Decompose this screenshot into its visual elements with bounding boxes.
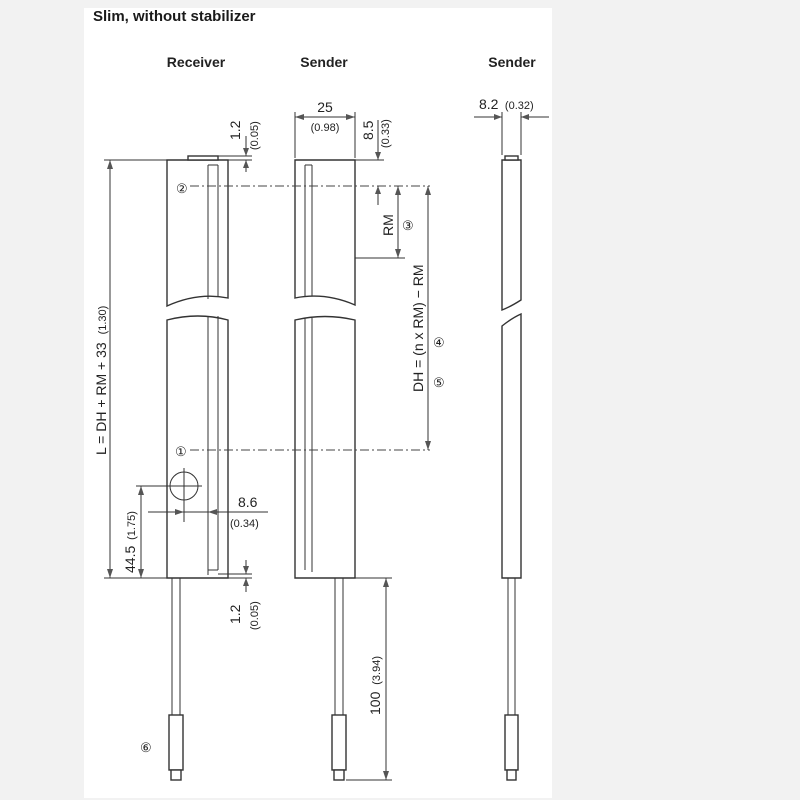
bottom-offset-inch: (1.75) — [126, 511, 138, 540]
dh-formula: DH = (n x RM) − RM — [410, 264, 426, 392]
callout-1: ① — [175, 444, 187, 459]
receiver-housing — [166, 155, 229, 781]
callout-4: ④ — [433, 335, 445, 350]
first-beam-mm: 8.5 — [360, 120, 376, 140]
window-offset-dimension: 8.6 (0.34) — [148, 494, 268, 530]
bottom-gap-inch: (0.05) — [249, 601, 261, 630]
width-mm: 25 — [317, 99, 333, 115]
bottom-gap-dimension: 1.2 (0.05) — [218, 560, 261, 630]
bottom-offset-mm: 44.5 — [122, 546, 138, 573]
window-offset-inch: (0.34) — [230, 518, 259, 530]
header-sender-side: Sender — [488, 54, 536, 70]
rm-label: RM — [380, 214, 396, 236]
length-dimension: L = DH + RM + 33 (1.30) — [93, 159, 188, 579]
header-receiver: Receiver — [167, 54, 226, 70]
side-width-mm: 8.2 — [479, 96, 499, 112]
bottom-offset-dimension: 44.5 (1.75) — [122, 485, 166, 578]
top-gap-dimension: 1.2 (0.05) — [218, 120, 261, 172]
sender-side-housing — [501, 155, 522, 781]
svg-text:8.2 (0.32): 8.2 (0.32) — [479, 96, 534, 113]
dh-dimension: DH = (n x RM) − RM — [410, 186, 431, 450]
length-inch: (1.30) — [97, 306, 109, 335]
side-width-inch: (0.32) — [505, 100, 534, 112]
header-sender-front: Sender — [300, 54, 348, 70]
cable-length-mm: 100 — [367, 691, 383, 715]
rm-dimension: RM — [355, 186, 405, 259]
cable-length-inch: (3.94) — [371, 656, 383, 685]
drawing-title: Slim, without stabilizer — [93, 8, 256, 25]
callout-5: ⑤ — [433, 375, 445, 390]
sender-front-housing — [294, 159, 356, 781]
callout-2: ② — [176, 181, 188, 196]
svg-text:100 (3.94): 100 (3.94) — [367, 656, 383, 715]
top-gap-mm: 1.2 — [227, 120, 243, 140]
side-width-dimension: 8.2 (0.32) — [474, 96, 549, 155]
first-beam-inch: (0.33) — [380, 119, 392, 148]
first-beam-dimension: 8.5 (0.33) — [355, 119, 392, 205]
callout-6: ⑥ — [140, 740, 152, 755]
svg-text:L = DH + RM + 33 (1.30): L = DH + RM + 33 (1.30) — [93, 306, 109, 455]
svg-text:44.5 (1.75): 44.5 (1.75) — [122, 511, 138, 573]
width-dimension: 25 (0.98) — [294, 99, 356, 158]
cable-length-dimension: 100 (3.94) — [343, 577, 392, 781]
bottom-gap-mm: 1.2 — [227, 604, 243, 624]
window-offset-mm: 8.6 — [238, 494, 258, 510]
width-inch: (0.98) — [311, 122, 340, 134]
length-formula: L = DH + RM + 33 — [93, 342, 109, 455]
top-gap-inch: (0.05) — [249, 121, 261, 150]
callout-3: ③ — [402, 218, 414, 233]
